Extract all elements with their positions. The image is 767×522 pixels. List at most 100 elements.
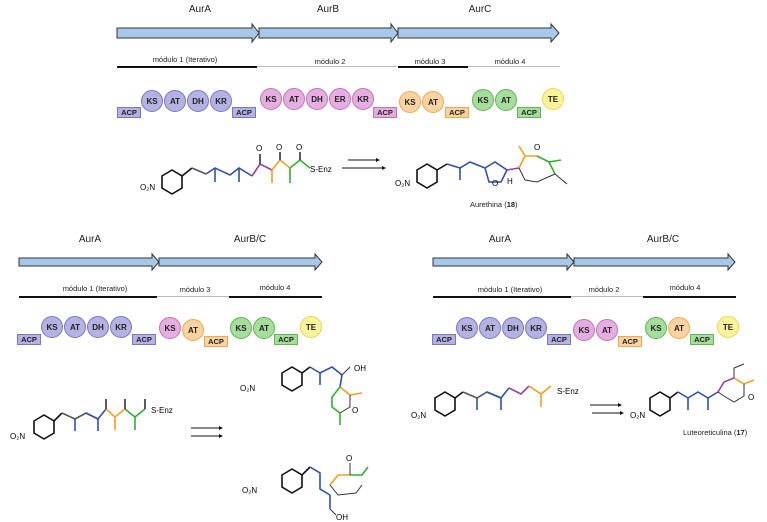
acp-domain: ACP bbox=[690, 334, 714, 345]
nitro-group: O₂N bbox=[630, 411, 645, 420]
gene-arrow-aurc bbox=[397, 22, 560, 44]
acp-domain: ACP bbox=[373, 107, 397, 118]
acp-domain: ACP bbox=[117, 107, 141, 118]
ks-domain: KS bbox=[573, 319, 595, 341]
s-enz-label: S-Enz bbox=[557, 387, 579, 396]
gene-label-aurbc: AurB/C bbox=[646, 234, 680, 245]
nitro-group: O₂N bbox=[10, 432, 25, 441]
carbonyl-o: O bbox=[352, 406, 358, 415]
kr-domain: KR bbox=[352, 88, 374, 110]
module-label-1: módulo 1 (Iterativo) bbox=[477, 285, 543, 294]
gene-arrow-aurbc bbox=[573, 252, 736, 272]
product-structure-left-2: O₂N OH O bbox=[242, 454, 369, 522]
module-label-1: módulo 1 (Iterativo) bbox=[152, 55, 218, 64]
acp-domain: ACP bbox=[17, 334, 41, 345]
product-caption-luteoreticulina: Luteoreticulina (17) bbox=[683, 428, 748, 437]
carbonyl-o: O bbox=[256, 144, 262, 153]
gene-label-aurc: AurC bbox=[468, 4, 492, 15]
at-domain: AT bbox=[164, 90, 186, 112]
gene-arrows-left bbox=[18, 252, 323, 272]
module-label-4: módulo 4 bbox=[669, 283, 701, 292]
precursor-structure-top: O₂N O O O S-Enz bbox=[140, 143, 332, 195]
dh-domain: DH bbox=[87, 316, 109, 338]
ks-domain: KS bbox=[41, 316, 63, 338]
at-domain: AT bbox=[479, 317, 501, 339]
module-bar-3 bbox=[157, 296, 229, 297]
s-enz-label: S-Enz bbox=[151, 406, 173, 415]
gene-label-aura: AurA bbox=[78, 234, 102, 245]
acp-domain: ACP bbox=[204, 336, 228, 347]
module-label-3: módulo 3 bbox=[179, 285, 211, 294]
ks-domain: KS bbox=[159, 317, 181, 339]
gene-arrows-top bbox=[116, 22, 560, 44]
carbonyl-o: O bbox=[748, 393, 754, 402]
ks-domain: KS bbox=[456, 317, 478, 339]
module-label-3: módulo 3 bbox=[414, 57, 446, 66]
acp-domain: ACP bbox=[132, 334, 156, 345]
ks-domain: KS bbox=[399, 91, 421, 113]
dh-domain: DH bbox=[306, 88, 328, 110]
module-label-1: módulo 1 (Iterativo) bbox=[62, 284, 128, 293]
product-structure-luteoreticulina: O₂N O bbox=[630, 363, 755, 420]
module-bar-2 bbox=[571, 296, 643, 297]
nitro-group: O₂N bbox=[240, 384, 255, 393]
carbonyl-o: O bbox=[296, 143, 302, 152]
acp-domain: ACP bbox=[445, 107, 469, 118]
kr-domain: KR bbox=[110, 316, 132, 338]
compound-number: 18 bbox=[506, 200, 516, 209]
at-domain: AT bbox=[283, 88, 305, 110]
product-structure-left-1: O₂N OH O bbox=[240, 364, 366, 425]
reaction-arrows-top bbox=[342, 158, 386, 170]
hydroxyl-label: OH bbox=[354, 364, 366, 373]
carbonyl-o: O bbox=[276, 143, 282, 152]
hydrogen-label: H bbox=[507, 177, 513, 186]
te-domain: TE bbox=[542, 88, 564, 110]
acp-domain: ACP bbox=[517, 107, 541, 118]
nitro-group: O₂N bbox=[395, 179, 410, 188]
module-label-2: módulo 2 bbox=[314, 57, 346, 66]
nitro-group: O₂N bbox=[140, 183, 155, 192]
acp-domain: ACP bbox=[618, 336, 642, 347]
nitro-group: O₂N bbox=[411, 411, 426, 420]
reaction-arrows-right bbox=[590, 403, 624, 415]
gene-arrow-aura bbox=[432, 252, 575, 272]
product-structure-aurethina: O₂N O H O bbox=[395, 143, 568, 189]
carbonyl-o: O bbox=[534, 143, 540, 152]
reaction-arrows-left bbox=[191, 426, 223, 438]
module-bar-4 bbox=[643, 296, 736, 298]
precursor-structure-left: O₂N S-Enz bbox=[10, 399, 173, 441]
te-domain: TE bbox=[717, 316, 739, 338]
product-caption-aurethina: Aurethina (18) bbox=[470, 200, 518, 209]
ks-domain: KS bbox=[645, 317, 667, 339]
module-bar-3 bbox=[398, 66, 468, 68]
module-bar-4 bbox=[229, 296, 322, 298]
gene-arrow-aura bbox=[18, 252, 160, 272]
module-bar-2 bbox=[257, 66, 397, 67]
module-label-2: módulo 2 bbox=[588, 285, 620, 294]
at-domain: AT bbox=[253, 317, 275, 339]
dh-domain: DH bbox=[502, 317, 524, 339]
at-domain: AT bbox=[668, 317, 690, 339]
at-domain: AT bbox=[64, 316, 86, 338]
at-domain: AT bbox=[422, 91, 444, 113]
gene-label-aurbc: AurB/C bbox=[233, 234, 267, 245]
ks-domain: KS bbox=[230, 317, 252, 339]
er-domain: ER bbox=[329, 88, 351, 110]
precursor-structure-right: O₂N S-Enz bbox=[411, 385, 579, 420]
kr-domain: KR bbox=[525, 317, 547, 339]
module-label-4: módulo 4 bbox=[259, 283, 291, 292]
s-enz-label: S-Enz bbox=[310, 165, 332, 174]
acp-domain: ACP bbox=[232, 107, 256, 118]
acp-domain: ACP bbox=[547, 334, 571, 345]
ks-domain: KS bbox=[260, 88, 282, 110]
at-domain: AT bbox=[596, 319, 618, 341]
ks-domain: KS bbox=[141, 90, 163, 112]
module-bar-1 bbox=[19, 296, 157, 298]
nitro-group: O₂N bbox=[242, 486, 257, 495]
gene-arrow-aura bbox=[116, 22, 260, 44]
dh-domain: DH bbox=[187, 90, 209, 112]
compound-number: 17 bbox=[736, 428, 745, 437]
module-bar-4 bbox=[468, 66, 560, 67]
gene-label-aura: AurA bbox=[488, 234, 512, 245]
te-domain: TE bbox=[300, 316, 322, 338]
